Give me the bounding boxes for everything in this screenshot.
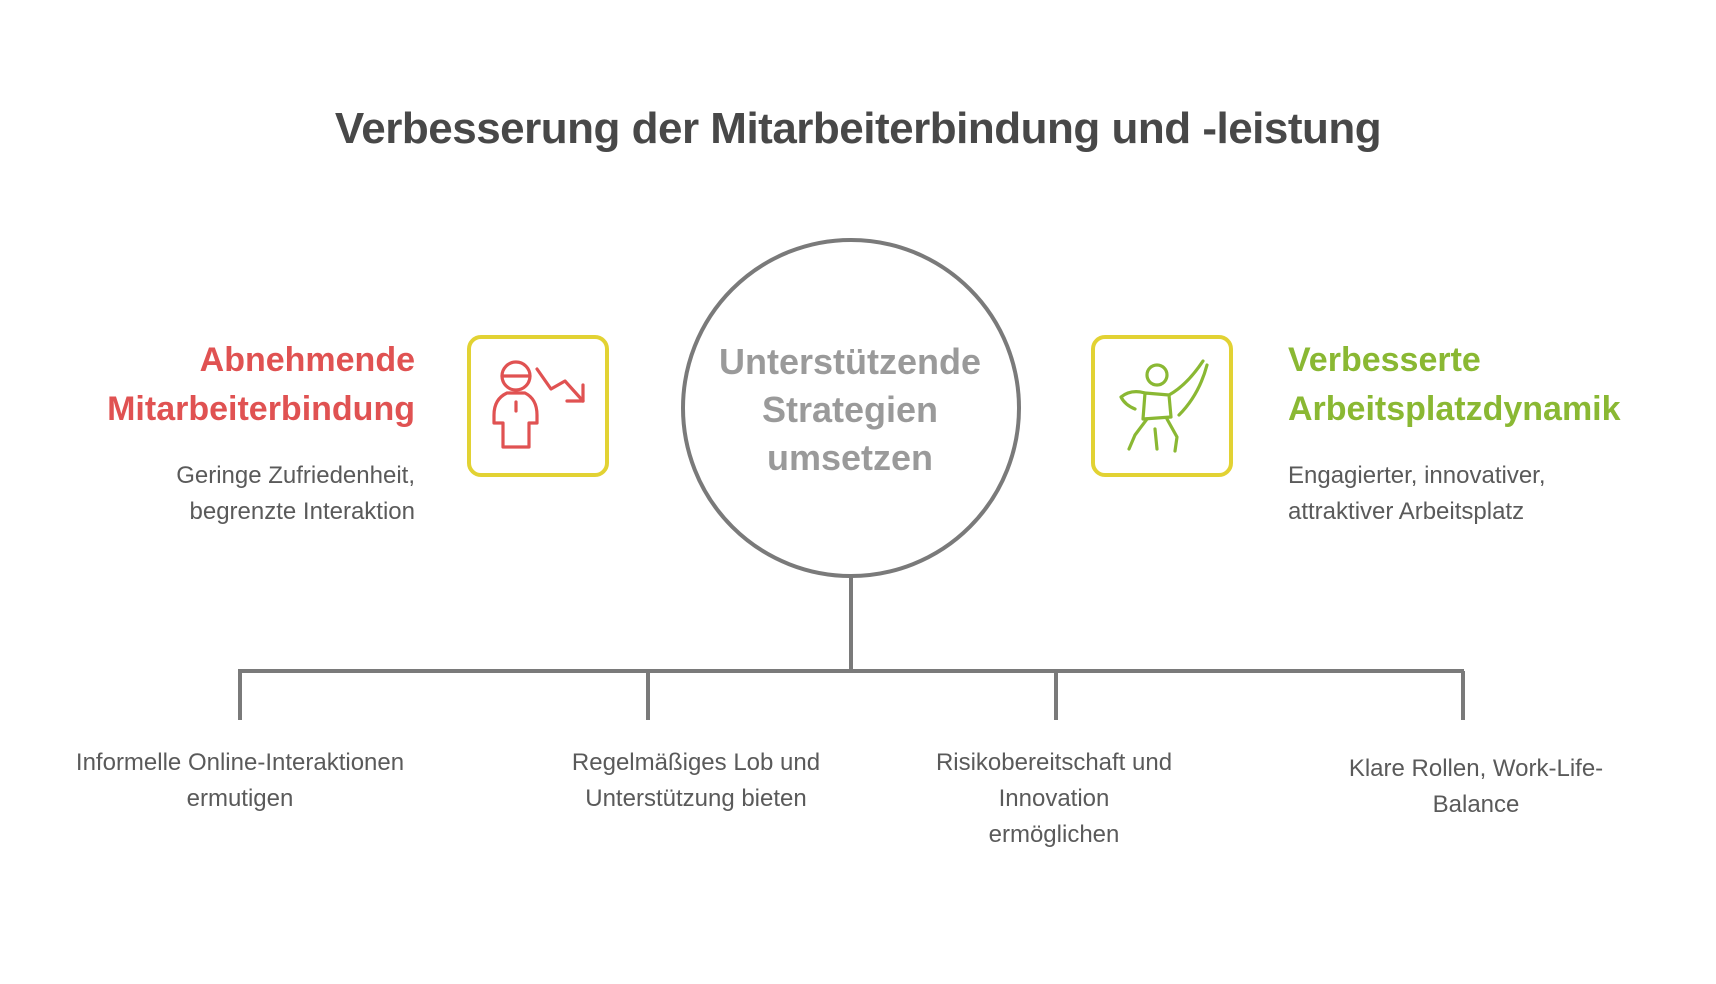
- diagram-title: Verbesserung der Mitarbeiterbindung und …: [334, 104, 1382, 153]
- left-icon-frame: [467, 335, 609, 477]
- right-description: Engagierter, innovativer, attraktiver Ar…: [1288, 458, 1588, 530]
- right-heading-line: Verbesserte: [1288, 341, 1481, 379]
- left-heading: Abnehmende Mitarbeiterbindung: [107, 336, 415, 434]
- left-desc-line: begrenzte Interaktion: [189, 498, 415, 525]
- right-desc-line: attraktiver Arbeitsplatz: [1288, 498, 1525, 525]
- energetic-person-icon: [1119, 359, 1209, 453]
- strategy-item-2: Regelmäßiges Lob und Unterstützung biete…: [526, 745, 866, 817]
- strategy-line: Risikobereitschaft und Innovation: [935, 749, 1173, 812]
- strategy-line: Unterstützung bieten: [585, 785, 807, 812]
- strategy-item-4: Klare Rollen, Work-Life-Balance: [1306, 751, 1646, 823]
- declining-person-icon: [492, 360, 585, 449]
- right-heading-line: Arbeitsplatzdynamik: [1288, 390, 1621, 428]
- center-line: Unterstützende: [718, 341, 982, 382]
- right-heading: Verbesserte Arbeitsplatzdynamik: [1288, 336, 1621, 434]
- left-heading-line: Abnehmende: [199, 341, 415, 379]
- left-desc-line: Geringe Zufriedenheit,: [176, 462, 415, 489]
- center-label: Unterstützende Strategien umsetzen: [700, 338, 1000, 482]
- center-line: Strategien: [761, 389, 939, 430]
- center-line: umsetzen: [766, 437, 934, 478]
- left-description: Geringe Zufriedenheit, begrenzte Interak…: [155, 458, 415, 530]
- right-icon-frame: [1091, 335, 1233, 477]
- strategy-item-3: Risikobereitschaft und Innovation ermögl…: [884, 745, 1224, 853]
- strategy-item-1: Informelle Online-Interaktionen ermutige…: [70, 745, 410, 817]
- strategy-line: Informelle Online-Interaktionen: [75, 749, 405, 776]
- strategy-line: Klare Rollen, Work-Life-Balance: [1348, 755, 1604, 818]
- strategy-line: ermutigen: [186, 785, 294, 812]
- left-heading-line: Mitarbeiterbindung: [107, 390, 415, 428]
- right-desc-line: Engagierter, innovativer,: [1288, 462, 1546, 489]
- strategy-line: ermöglichen: [988, 821, 1120, 848]
- strategy-line: Regelmäßiges Lob und: [571, 749, 821, 776]
